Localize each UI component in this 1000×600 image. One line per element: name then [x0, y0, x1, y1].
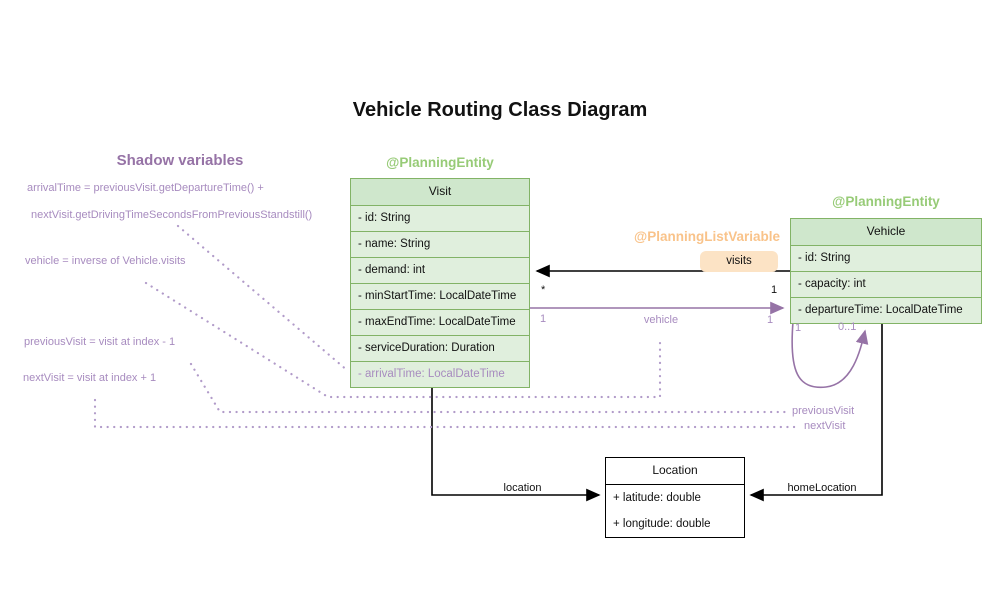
previousvisit-label: previousVisit — [792, 405, 855, 417]
homelocation-association-label: homeLocation — [787, 482, 857, 494]
visit-field-minstarttime: - minStartTime: LocalDateTime — [351, 283, 529, 309]
location-association-arrow — [431, 386, 601, 502]
visits-badge: visits — [700, 251, 778, 272]
shadow-note-previousvisit: previousVisit = visit at index - 1 — [24, 336, 176, 348]
visits-multiplicity-visit-side: * — [541, 284, 546, 296]
dotted-line-nextvisit — [93, 398, 801, 429]
dotted-line-arrivaltime — [176, 224, 350, 373]
visit-field-serviceduration: - serviceDuration: Duration — [351, 335, 529, 361]
location-field-longitude: + longitude: double — [606, 511, 744, 537]
visits-multiplicity-vehicle-side: 1 — [771, 284, 778, 296]
location-class: Location + latitude: double + longitude:… — [605, 457, 745, 538]
vehicle-multiplicity-right: 1 — [767, 314, 774, 326]
shadow-note-arrivaltime-2: nextVisit.getDrivingTimeSecondsFromPrevi… — [31, 209, 313, 221]
planning-list-variable-label: @PlanningListVariable — [634, 229, 780, 244]
visit-field-maxendtime: - maxEndTime: LocalDateTime — [351, 309, 529, 335]
visit-class: Visit - id: String - name: String - dema… — [350, 178, 530, 388]
shadow-variables-heading: Shadow variables — [116, 152, 244, 169]
selfloop-multiplicity-source: 1 — [795, 322, 802, 334]
page-title: Vehicle Routing Class Diagram — [352, 99, 648, 121]
location-association-label: location — [503, 482, 542, 494]
vehicle-association-label: vehicle — [643, 314, 679, 326]
vehicle-class-header: Vehicle — [791, 219, 981, 245]
selfloop-multiplicity-target: 0..1 — [838, 321, 857, 333]
vehicle-field-capacity: - capacity: int — [791, 271, 981, 297]
location-field-latitude: + latitude: double — [606, 485, 744, 511]
location-class-header: Location — [606, 458, 744, 484]
visit-field-arrivaltime: - arrivalTime: LocalDateTime — [351, 361, 529, 387]
vehicle-field-id: - id: String — [791, 245, 981, 271]
nextvisit-label: nextVisit — [804, 420, 846, 432]
vehicle-multiplicity-left: 1 — [540, 313, 547, 325]
vehicle-field-departuretime: - departureTime: LocalDateTime — [791, 297, 981, 323]
shadow-note-vehicle: vehicle = inverse of Vehicle.visits — [25, 255, 186, 267]
visit-field-demand: - demand: int — [351, 257, 529, 283]
visit-field-name: - name: String — [351, 231, 529, 257]
vehicle-class: Vehicle - id: String - capacity: int - d… — [790, 218, 982, 324]
visit-field-id: - id: String — [351, 205, 529, 231]
visit-planning-entity-label: @PlanningEntity — [386, 155, 494, 170]
visit-class-header: Visit — [351, 179, 529, 205]
vehicle-planning-entity-label: @PlanningEntity — [832, 194, 940, 209]
shadow-note-nextvisit: nextVisit = visit at index + 1 — [23, 372, 157, 384]
self-loop-arrow — [791, 321, 869, 389]
dotted-line-previousvisit — [189, 362, 790, 414]
homelocation-association-arrow — [749, 322, 883, 502]
shadow-note-arrivaltime-1: arrivalTime = previousVisit.getDeparture… — [27, 182, 264, 194]
